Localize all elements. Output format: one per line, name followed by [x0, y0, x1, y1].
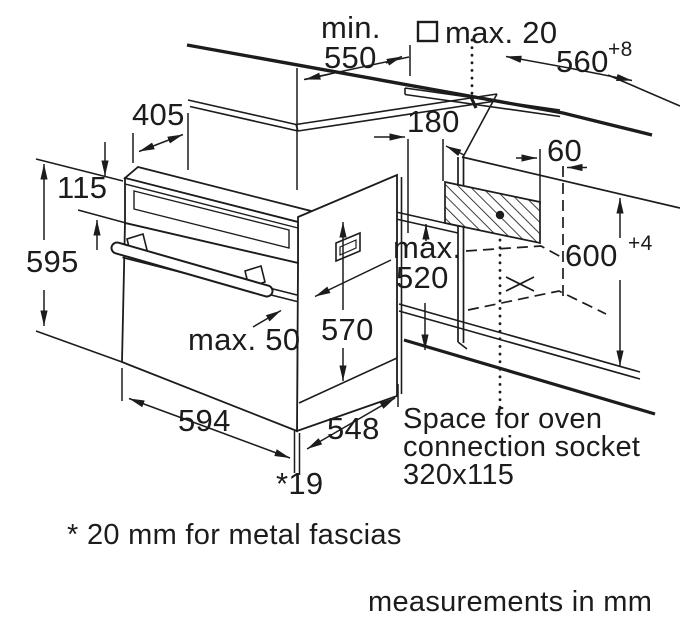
dim-handle-clearance: max. 50 — [188, 322, 301, 357]
dim-niche-height-tolerance: +4 — [628, 232, 653, 255]
socket-axis-dotted-line — [470, 38, 502, 410]
dim-front-height: 595 — [26, 244, 79, 279]
dim-recess-depth-value: 520 — [396, 260, 449, 295]
hidden-edges — [465, 166, 607, 315]
dim-min-depth-prefix: min. — [321, 10, 381, 45]
footnote: * 20 mm for metal fascias — [67, 519, 402, 551]
dim-front-width: 594 — [178, 403, 231, 438]
oven-side-panel — [296, 173, 398, 433]
dim-top-depth: 405 — [132, 97, 185, 132]
socket-dot — [495, 210, 505, 220]
cabinet-niche-lines — [395, 156, 680, 416]
socket-note-line1: Space for oven — [403, 403, 603, 435]
dim-body-height: 570 — [321, 312, 374, 347]
dim-base-offset: *19 — [276, 466, 324, 501]
dim-protrusion: max. 20 — [445, 15, 558, 50]
oven — [121, 166, 403, 433]
hob-symbol-square — [416, 20, 439, 43]
dim-socket-offset: 180 — [407, 104, 460, 139]
dim-niche-width: 560 — [556, 44, 609, 79]
dim-recess-depth-prefix: max. — [393, 230, 462, 265]
niche-floor-mark — [505, 276, 535, 292]
oven-handle — [110, 241, 274, 298]
dim-panel-height: 115 — [57, 170, 108, 205]
dimension-lines — [35, 20, 633, 475]
socket-note-line2: connection socket — [403, 431, 641, 463]
dim-min-depth-value: 550 — [324, 40, 377, 75]
dim-niche-width-tolerance: +8 — [608, 38, 633, 61]
socket-note-line3: 320x115 — [403, 459, 515, 491]
socket-area — [444, 180, 541, 245]
dim-side-clearance: 60 — [547, 133, 583, 168]
dim-body-depth: 548 — [327, 411, 380, 446]
dim-niche-height: 600 — [565, 238, 618, 273]
units-note: measurements in mm — [368, 586, 653, 618]
